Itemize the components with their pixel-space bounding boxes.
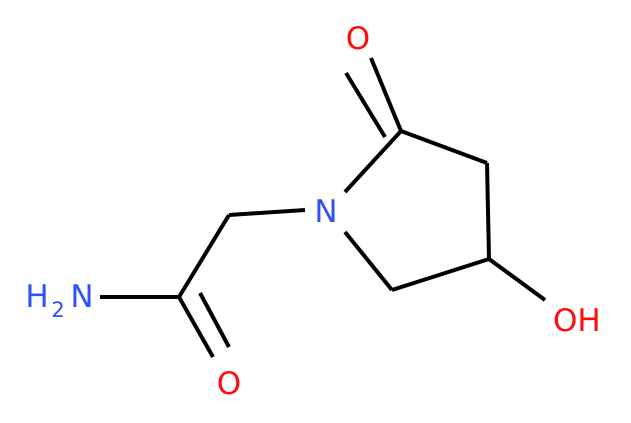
atom-ketone-oxygen: O <box>346 21 370 57</box>
atom-amide-oxygen: O <box>217 366 241 402</box>
bond-ketone-double-a <box>344 71 387 139</box>
bond-ring-n-c2 <box>343 129 403 194</box>
atom-hydroxyl: OH <box>553 303 601 339</box>
bond-ring-c2-c3 <box>400 129 488 165</box>
bonds <box>100 57 547 358</box>
atom-amine-n: N <box>70 279 93 315</box>
bond-ring-c5-n <box>343 230 394 292</box>
atom-amine-subscript: 2 <box>51 298 64 322</box>
atom-ring-nitrogen: N <box>314 194 337 230</box>
atom-labels: O N OH O H 2 N <box>25 21 600 402</box>
bond-ketone-double-b <box>369 57 403 132</box>
bond-ring-c3-c4 <box>485 162 491 260</box>
bond-ring-c4-c5 <box>391 257 490 292</box>
bond-ch2-carbonyl <box>177 213 231 299</box>
bond-c4-oh <box>487 257 547 302</box>
atom-amine-h: H <box>25 279 48 315</box>
bond-n-ch2 <box>228 208 306 217</box>
bond-amide-double-b <box>198 292 231 348</box>
bond-amide-double-a <box>177 296 215 358</box>
